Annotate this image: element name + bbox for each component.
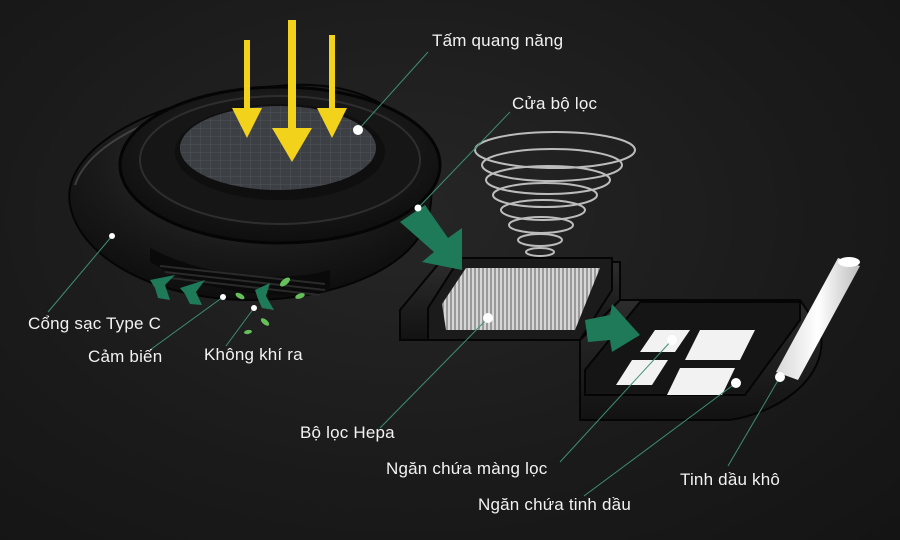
label-type-c-port: Cổng sạc Type C xyxy=(28,314,162,333)
label-hepa-filter: Bộ lọc Hepa xyxy=(300,423,395,442)
airflow-out-arrows xyxy=(150,275,305,335)
label-air-out: Không khí ra xyxy=(204,345,303,364)
label-solar-panel: Tấm quang năng xyxy=(432,31,564,50)
hepa-filter xyxy=(427,257,613,341)
dry-essential-oil-stick xyxy=(776,257,860,380)
label-oil-compartment: Ngăn chứa tinh dầu xyxy=(478,495,631,514)
membrane-compartment xyxy=(584,301,801,396)
label-sensor: Cảm biến xyxy=(88,347,163,366)
label-filter-door: Cửa bộ lọc xyxy=(512,94,598,113)
solar-panel xyxy=(180,106,376,190)
air-intake-vortex xyxy=(474,131,636,257)
label-dry-essential-oil: Tinh dầu khô xyxy=(680,470,781,489)
label-membrane-compartment: Ngăn chứa màng lọc xyxy=(386,459,548,478)
sunlight-arrows xyxy=(232,20,347,162)
leader-lines xyxy=(47,51,781,497)
callout-dots xyxy=(109,125,785,388)
flow-arrows xyxy=(400,205,640,352)
